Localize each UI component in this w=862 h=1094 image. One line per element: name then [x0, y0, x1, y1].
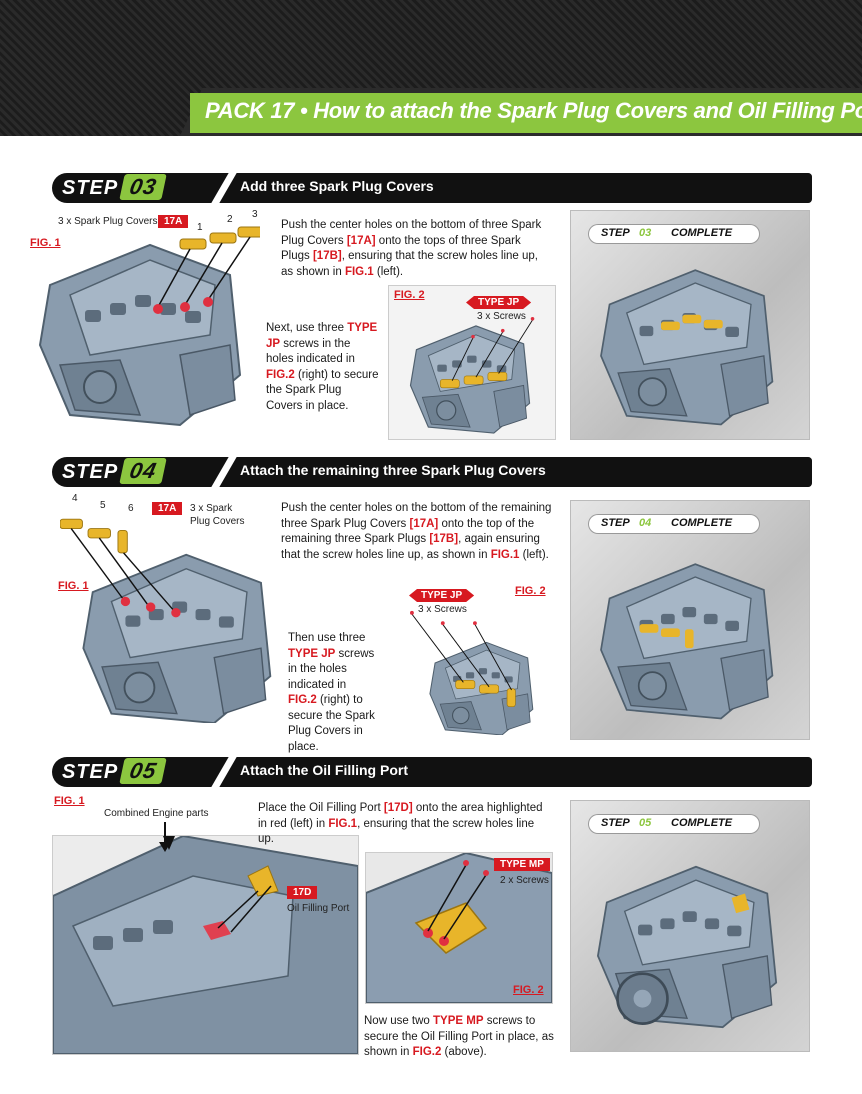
page-title: PACK 17 • How to attach the Spark Plug C… — [205, 98, 862, 123]
step-05-complete-image — [597, 865, 778, 1029]
callout-6: 6 — [128, 503, 134, 514]
step-03-complete-panel: STEP 03 COMPLETE — [570, 210, 810, 440]
step-05-title: Attach the Oil Filling Port — [240, 762, 408, 778]
step-03-complete-badge: STEP 03 COMPLETE — [589, 225, 759, 243]
step-05-instruction-2: Now use two TYPE MP screws to secure the… — [364, 1015, 554, 1058]
step-04-fig1-label: FIG. 1 — [58, 580, 89, 592]
step-05-fig1-image — [53, 836, 358, 1054]
step-03-fig2-label: FIG. 2 — [394, 289, 425, 301]
callout-3: 3 — [252, 209, 258, 220]
step-04-instruction-1: Push the center holes on the bottom of t… — [281, 502, 552, 561]
step-03-complete-image — [600, 269, 774, 426]
step-04-complete-badge: STEP 04 COMPLETE — [589, 515, 759, 533]
step-03-fig2-image — [409, 316, 535, 434]
step-03-fig1-engine-image — [39, 226, 260, 426]
header-bar — [190, 93, 862, 133]
step-03-fig2-frame — [388, 285, 556, 440]
step-03-part-label: 3 x Spark Plug Covers — [58, 216, 158, 227]
callout-1: 1 — [197, 222, 203, 233]
step-04-title: Attach the remaining three Spark Plug Co… — [240, 462, 546, 478]
step-04-screw-count: 3 x Screws — [418, 604, 467, 615]
step-05-part-code: 17D — [287, 886, 318, 899]
step-03-instruction-1: Push the center holes on the bottom of t… — [281, 219, 542, 278]
step-04-complete-panel: STEP 04 COMPLETE — [570, 500, 810, 740]
step-04-part-label-1: 3 x Spark — [190, 503, 233, 514]
step-04-complete-image — [600, 563, 774, 720]
step-05-fig2-image — [366, 853, 552, 1003]
callout-4: 4 — [72, 493, 78, 504]
step-05-instruction-1: Place the Oil Filling Port [17D] onto th… — [258, 802, 543, 845]
step-05-fig1-frame — [52, 835, 359, 1055]
step-05-complete-panel: STEP 05 COMPLETE — [570, 800, 810, 1052]
step-04-fig2-image — [410, 610, 534, 735]
step-05-part-label: Oil Filling Port — [287, 903, 350, 914]
step-03-instruction-2: Next, use three TYPE JP screws in the ho… — [266, 322, 379, 412]
step-04-instruction-2: Then use three TYPE JP screws in the hol… — [288, 632, 375, 753]
step-03-screw-count: 3 x Screws — [477, 311, 526, 322]
step-03-fig1-label: FIG. 1 — [30, 237, 61, 249]
step-05-fig1-label: FIG. 1 — [54, 795, 85, 807]
step-04-screw-type: TYPE JP — [409, 589, 474, 602]
step-05-pointer-arrow — [159, 822, 171, 852]
step-03-part-code: 17A — [158, 215, 189, 228]
step-05-complete-badge: STEP 05 COMPLETE — [589, 815, 759, 833]
step-04-fig2-label: FIG. 2 — [515, 585, 546, 597]
step-05-screw-count: 2 x Screws — [500, 875, 549, 886]
step-05-combined-label: Combined Engine parts — [104, 808, 209, 819]
step-05-screw-type: TYPE MP — [494, 858, 550, 871]
step-03-screw-type: TYPE JP — [466, 296, 531, 309]
callout-5: 5 — [100, 500, 106, 511]
step-04-part-code: 17A — [152, 502, 183, 515]
step-05-fig2-frame — [365, 852, 553, 1004]
callout-2: 2 — [227, 214, 233, 225]
step-04-part-label-2: Plug Covers — [190, 516, 245, 527]
step-05-fig2-label: FIG. 2 — [513, 984, 544, 996]
step-03-title: Add three Spark Plug Covers — [240, 178, 434, 194]
step-04-fig1-engine-image — [60, 518, 272, 723]
